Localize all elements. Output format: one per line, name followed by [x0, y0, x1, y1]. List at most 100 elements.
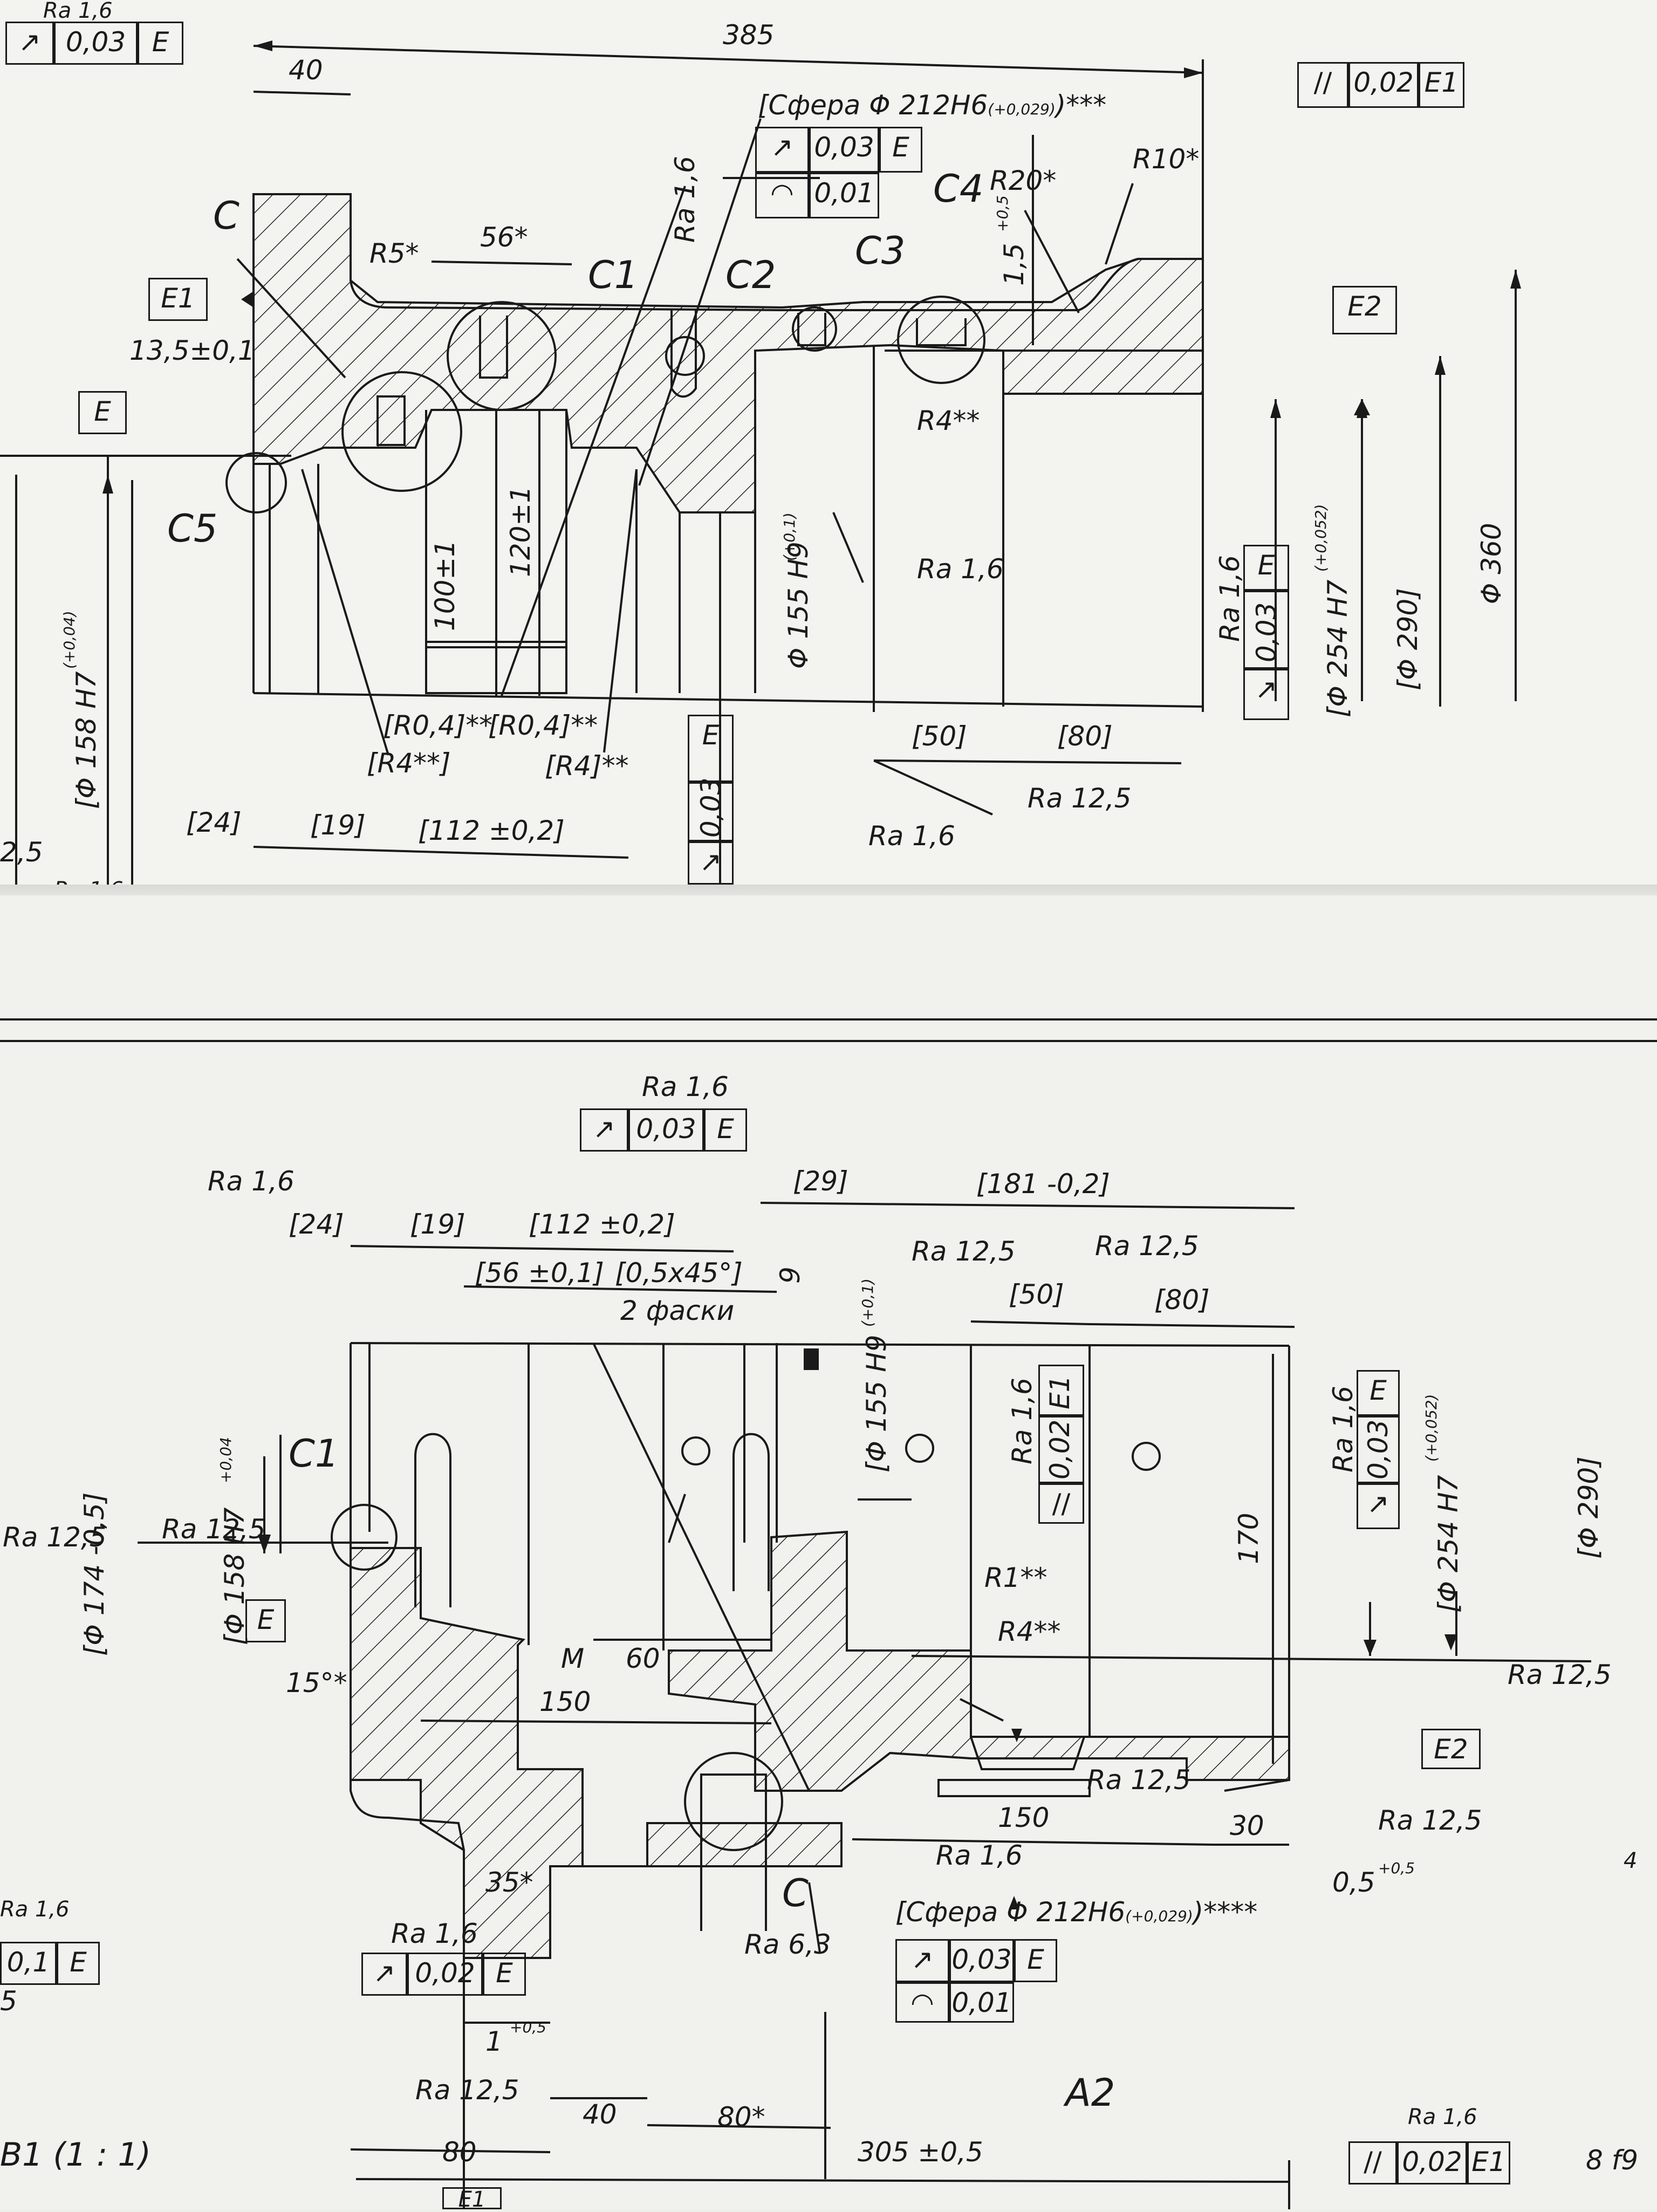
fcf-vert-value: 0,02 [1038, 1416, 1084, 1483]
roughness-ra125-c: Ra 12,5 [912, 1236, 1016, 1267]
dim-80-bottom: 80 [442, 2136, 477, 2168]
radius-r04-a: [R0,4]** [383, 710, 493, 741]
radius-r4-a: [R4**] [367, 748, 451, 779]
dim-120: 120±1 [505, 485, 536, 577]
dim-1: 1 [485, 2026, 503, 2057]
runout-icon: ↗ [895, 1939, 949, 1982]
dim-181: [181 -0,2] [976, 1168, 1110, 1200]
fcf-top-right-value: 0,02 [1348, 62, 1419, 108]
dim-1-tol: +0,5 [510, 2018, 546, 2036]
chamfer-c4: C4 [933, 167, 984, 211]
dim-150-outer: 150 [998, 1802, 1050, 1833]
roughness-ra16-bottom-right: Ra 1,6 [1408, 2105, 1477, 2129]
diameter-290: [Φ 290] [1392, 588, 1423, 690]
fcf-top-ref: E [704, 1108, 747, 1152]
datum-e1: E1 [442, 2187, 502, 2211]
fcf-left-cut-ref: E [57, 1942, 100, 1985]
fcf-right-ref: E [1357, 1370, 1400, 1416]
fcf-sphere-runout-ref: E [1014, 1939, 1057, 1982]
radius-r10: R10* [1133, 143, 1200, 175]
overall-length-dim: 385 [723, 19, 775, 51]
radius-r4-top: R4** [917, 405, 980, 436]
parallelism-icon: // [1348, 2141, 1397, 2184]
diameter-360: Φ 360 [1476, 523, 1507, 604]
right-cut-label: 8 f9 [1586, 2145, 1639, 2176]
fcf-right-runout-value-text: 0,03 [1251, 602, 1282, 662]
dim-112: [112 ±0,2] [418, 815, 565, 846]
fcf-top-left-ref: E [138, 22, 183, 65]
radius-r04-b: [R0,4]** [488, 710, 598, 741]
fcf-vert-value-text: 0,02 [1044, 1419, 1076, 1480]
dim-13-5: 13,5±0,1 [129, 335, 255, 366]
dim-29: [29] [793, 1166, 848, 1197]
fcf-mid-runout-value-text: 0,03 [695, 777, 727, 838]
sphere-callout: [Сфера Φ 212H6(+0,029))**** [895, 1899, 1257, 1926]
diameter-158-tol: +0,04 [217, 1437, 235, 1483]
roughness-ra125-f: Ra 12,5 [1508, 1659, 1612, 1690]
fcf-sphere-profile-value: 0,01 [949, 1982, 1014, 2023]
chamfer-c1: C1 [588, 253, 639, 297]
fcf-right-runout-ref: E [1243, 545, 1289, 591]
fcf-br-value: 0,02 [1397, 2141, 1467, 2184]
fcf-vert-ref: E1 [1038, 1365, 1084, 1416]
radius-r5: R5* [369, 238, 419, 269]
roughness-ra16-mid: Ra 1,6 [936, 1840, 1023, 1871]
dim-60: 60 [626, 1643, 660, 1674]
runout-icon: ↗ [580, 1108, 628, 1152]
angle-15: 15°* [286, 1667, 347, 1699]
left-cut-label: 5 [0, 1985, 17, 2017]
sphere-tol: (+0,029) [1125, 1907, 1193, 1925]
profile-icon: ◠ [895, 1982, 949, 2023]
dim-9: 9 [775, 1266, 806, 1284]
dim-80-star: 80* [717, 2101, 765, 2133]
roughness-ra16-bottom: Ra 1,6 [868, 820, 955, 852]
datum-e: E [78, 391, 127, 434]
roughness-ra16-bore: Ra 1,6 [917, 553, 1004, 585]
fcf-right-value-text: 0,03 [1362, 1419, 1394, 1480]
sphere-tol: (+0,029) [988, 100, 1056, 118]
dim-100: 100±1 [429, 539, 461, 631]
diameter-155: [Φ 155 H9 [861, 1334, 892, 1473]
diameter-158: [Φ 158 H7 [71, 671, 102, 810]
fcf-sphere-runout-value: 0,03 [809, 127, 879, 173]
dim-19: [19] [410, 1209, 465, 1240]
sphere-suffix: )*** [1055, 90, 1107, 121]
dim-24: [24] [289, 1209, 344, 1240]
radius-r4: R4** [998, 1616, 1061, 1647]
dim-1-5: 1,5 [998, 243, 1030, 286]
parallelism-icon: // [1297, 62, 1348, 108]
roughness-left-ra16: Ra 1,6 [208, 1166, 295, 1197]
dim-0-5: 0,5 [1332, 1867, 1375, 1898]
datum-e: E [245, 1599, 286, 1642]
diameter-174: [Φ 174 -0,5] [79, 1492, 110, 1656]
diameter-155-tol: (+0,1) [780, 512, 798, 561]
fcf-top-right-ref: E1 [1419, 62, 1464, 108]
drawing-sheet-upper: 385 40 56* 13,5±0,1 100±1 120±1 [24] [19… [0, 0, 1657, 901]
diameter-254: [Φ 254 H7 [1433, 1475, 1464, 1613]
fcf-left-cut-value: 0,1 [0, 1942, 57, 1985]
roughness-ra16-right: Ra 1,6 [1214, 555, 1245, 642]
roughness-ra16-left-cut: Ra 1,6 [0, 1897, 70, 1922]
fcf-right-runout-value: 0,03 [1243, 591, 1289, 669]
runout-icon: ↗ [361, 1953, 407, 1996]
runout-icon: ↗ [688, 841, 734, 885]
dim-50: [50] [1009, 1279, 1064, 1310]
arrow-label-a2: A2 [1065, 2071, 1115, 2115]
roughness-ra125-h: Ra 12,5 [415, 2074, 519, 2106]
runout-icon: ↗ [755, 127, 809, 173]
roughness-top-cut: Ra 1,6 [43, 0, 113, 23]
diameter-254: [Φ 254 H7 [1322, 579, 1353, 718]
fcf-mid-runout-value: 0,03 [688, 778, 734, 841]
runout-icon: ↗ [5, 22, 54, 65]
chamfer-c: C [213, 194, 239, 238]
chamfer-c3: C3 [855, 229, 906, 273]
dim-56: 56* [480, 222, 528, 253]
dim-150-inner: 150 [539, 1686, 591, 1717]
chamfer-c: C [782, 1871, 809, 1915]
fcf-br-ref: E1 [1467, 2141, 1510, 2184]
dim-19: [19] [310, 810, 366, 841]
fcf-sphere-profile-value: 0,01 [809, 173, 879, 218]
roughness-ra125: Ra 12,5 [1028, 783, 1132, 814]
dim-0-5-tol: +0,5 [1378, 1859, 1415, 1877]
dim-1-5-tol: +0,5 [994, 195, 1011, 232]
